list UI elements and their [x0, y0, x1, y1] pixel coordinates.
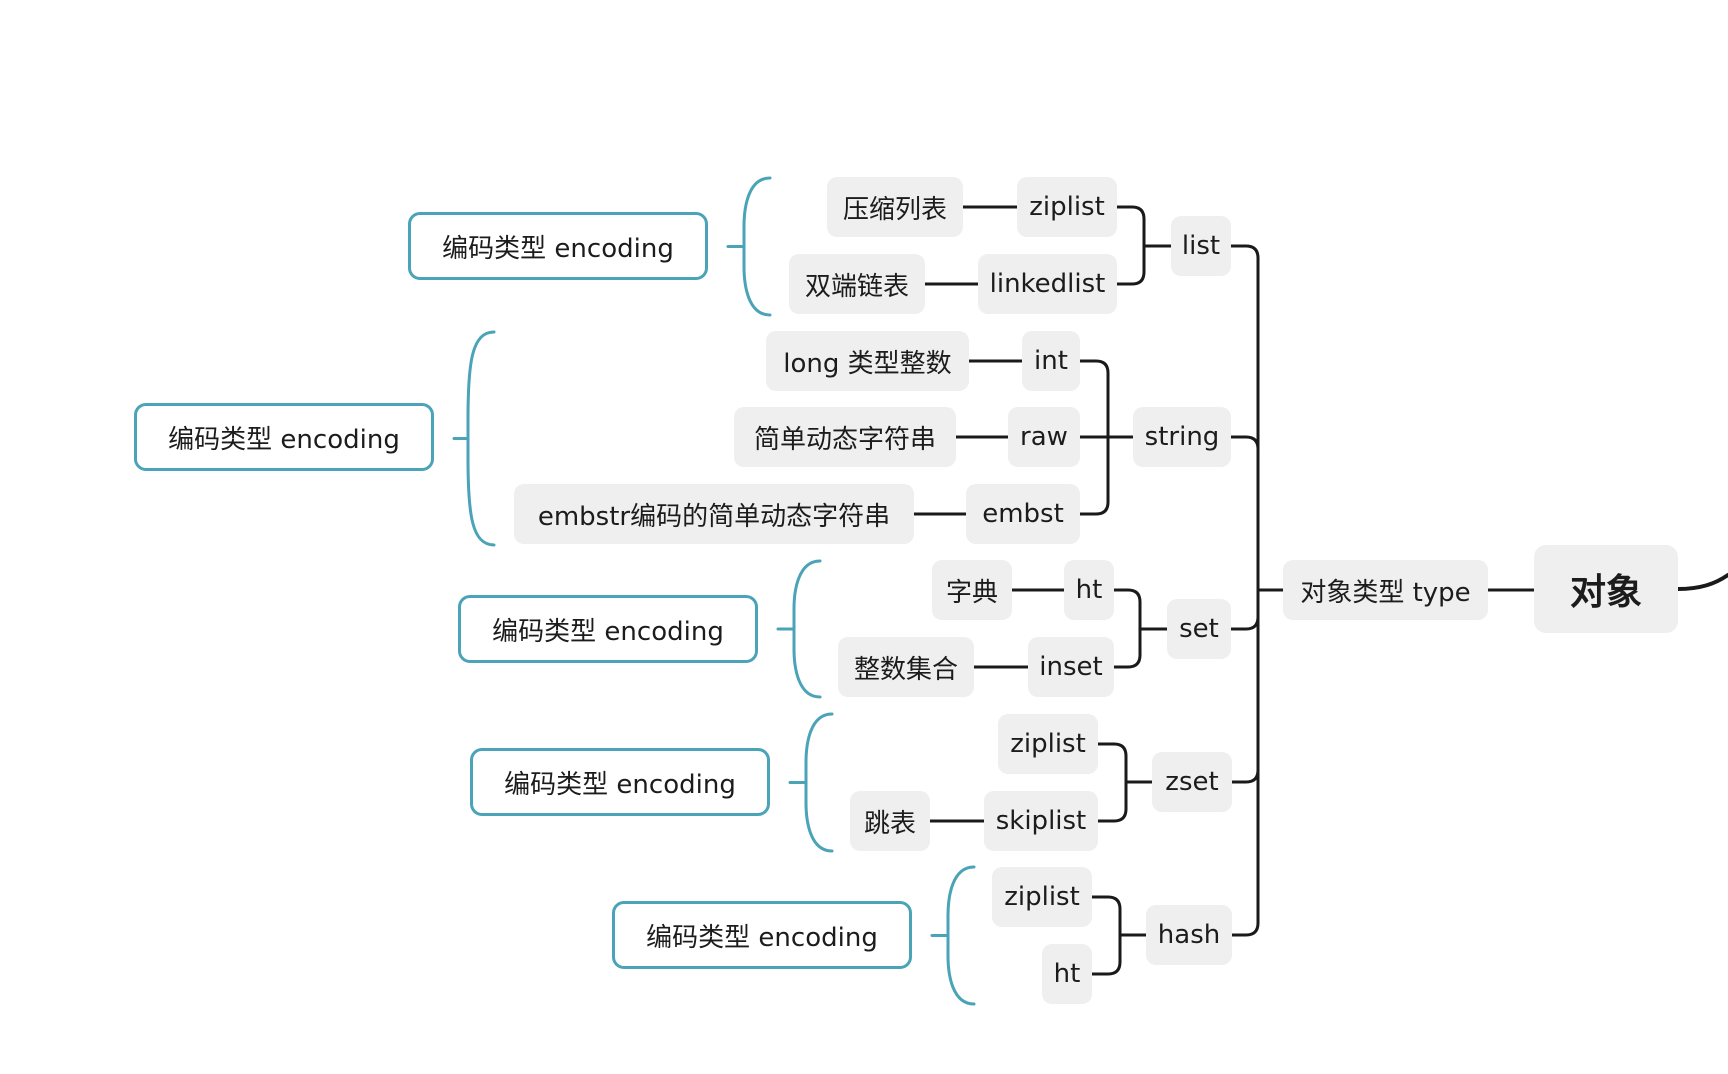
- encoding-summary-hash[interactable]: 编码类型 encoding: [612, 901, 912, 969]
- type-branch-line: [1229, 615, 1260, 631]
- encoding-desc-node[interactable]: 简单动态字符串: [734, 407, 956, 467]
- encoding-desc-node[interactable]: 双端链表: [789, 254, 925, 314]
- encoding-desc-node[interactable]: embstr编码的简单动态字符串: [514, 484, 914, 544]
- encoding-summary-zset[interactable]: 编码类型 encoding: [470, 748, 770, 816]
- encoding-summary-list[interactable]: 编码类型 encoding: [408, 212, 708, 280]
- encoding-node[interactable]: ziplist: [992, 867, 1092, 927]
- type-branch-line: [1230, 768, 1260, 784]
- type-node-string[interactable]: string: [1133, 407, 1231, 467]
- encoding-desc-node[interactable]: 字典: [932, 560, 1012, 620]
- type-branch-line: [1229, 435, 1260, 451]
- summary-brace: [742, 176, 772, 317]
- type-branch-line: [1230, 921, 1260, 937]
- summary-brace: [466, 330, 496, 547]
- root-node[interactable]: 对象: [1534, 545, 1678, 633]
- encoding-node[interactable]: ht: [1064, 560, 1114, 620]
- encoding-branch-line: [1112, 653, 1142, 669]
- encoding-summary-string[interactable]: 编码类型 encoding: [134, 403, 434, 471]
- encoding-node[interactable]: embst: [966, 484, 1080, 544]
- summary-brace: [946, 865, 976, 1006]
- encoding-branch-line: [1078, 500, 1110, 516]
- root-link-line: [1676, 573, 1728, 591]
- encoding-branch-line: [1090, 895, 1122, 911]
- encoding-node[interactable]: raw: [1008, 407, 1080, 467]
- summary-brace: [804, 712, 834, 853]
- encoding-node[interactable]: ziplist: [998, 714, 1098, 774]
- encoding-desc-node[interactable]: long 类型整数: [766, 331, 969, 391]
- encoding-node[interactable]: skiplist: [984, 791, 1098, 851]
- encoding-branch-line: [1078, 359, 1110, 375]
- type-node[interactable]: 对象类型 type: [1283, 560, 1488, 620]
- type-node-zset[interactable]: zset: [1152, 752, 1232, 812]
- encoding-branch-line: [1112, 588, 1142, 604]
- encoding-summary-set[interactable]: 编码类型 encoding: [458, 595, 758, 663]
- encoding-desc-node[interactable]: 压缩列表: [827, 177, 963, 237]
- type-node-list[interactable]: list: [1171, 216, 1231, 276]
- encoding-node[interactable]: linkedlist: [978, 254, 1117, 314]
- encoding-node[interactable]: inset: [1028, 637, 1114, 697]
- encoding-desc-node[interactable]: 跳表: [850, 791, 930, 851]
- encoding-node[interactable]: ziplist: [1017, 177, 1117, 237]
- encoding-branch-line: [1090, 960, 1122, 976]
- type-branch-line: [1229, 244, 1260, 260]
- type-node-hash[interactable]: hash: [1146, 905, 1232, 965]
- encoding-node[interactable]: int: [1022, 331, 1080, 391]
- type-node-set[interactable]: set: [1167, 599, 1231, 659]
- encoding-branch-line: [1115, 205, 1146, 221]
- encoding-branch-line: [1115, 270, 1146, 286]
- summary-brace: [792, 559, 822, 699]
- encoding-branch-line: [1096, 742, 1128, 758]
- encoding-node[interactable]: ht: [1042, 944, 1092, 1004]
- encoding-branch-line: [1096, 807, 1128, 823]
- encoding-desc-node[interactable]: 整数集合: [838, 637, 974, 697]
